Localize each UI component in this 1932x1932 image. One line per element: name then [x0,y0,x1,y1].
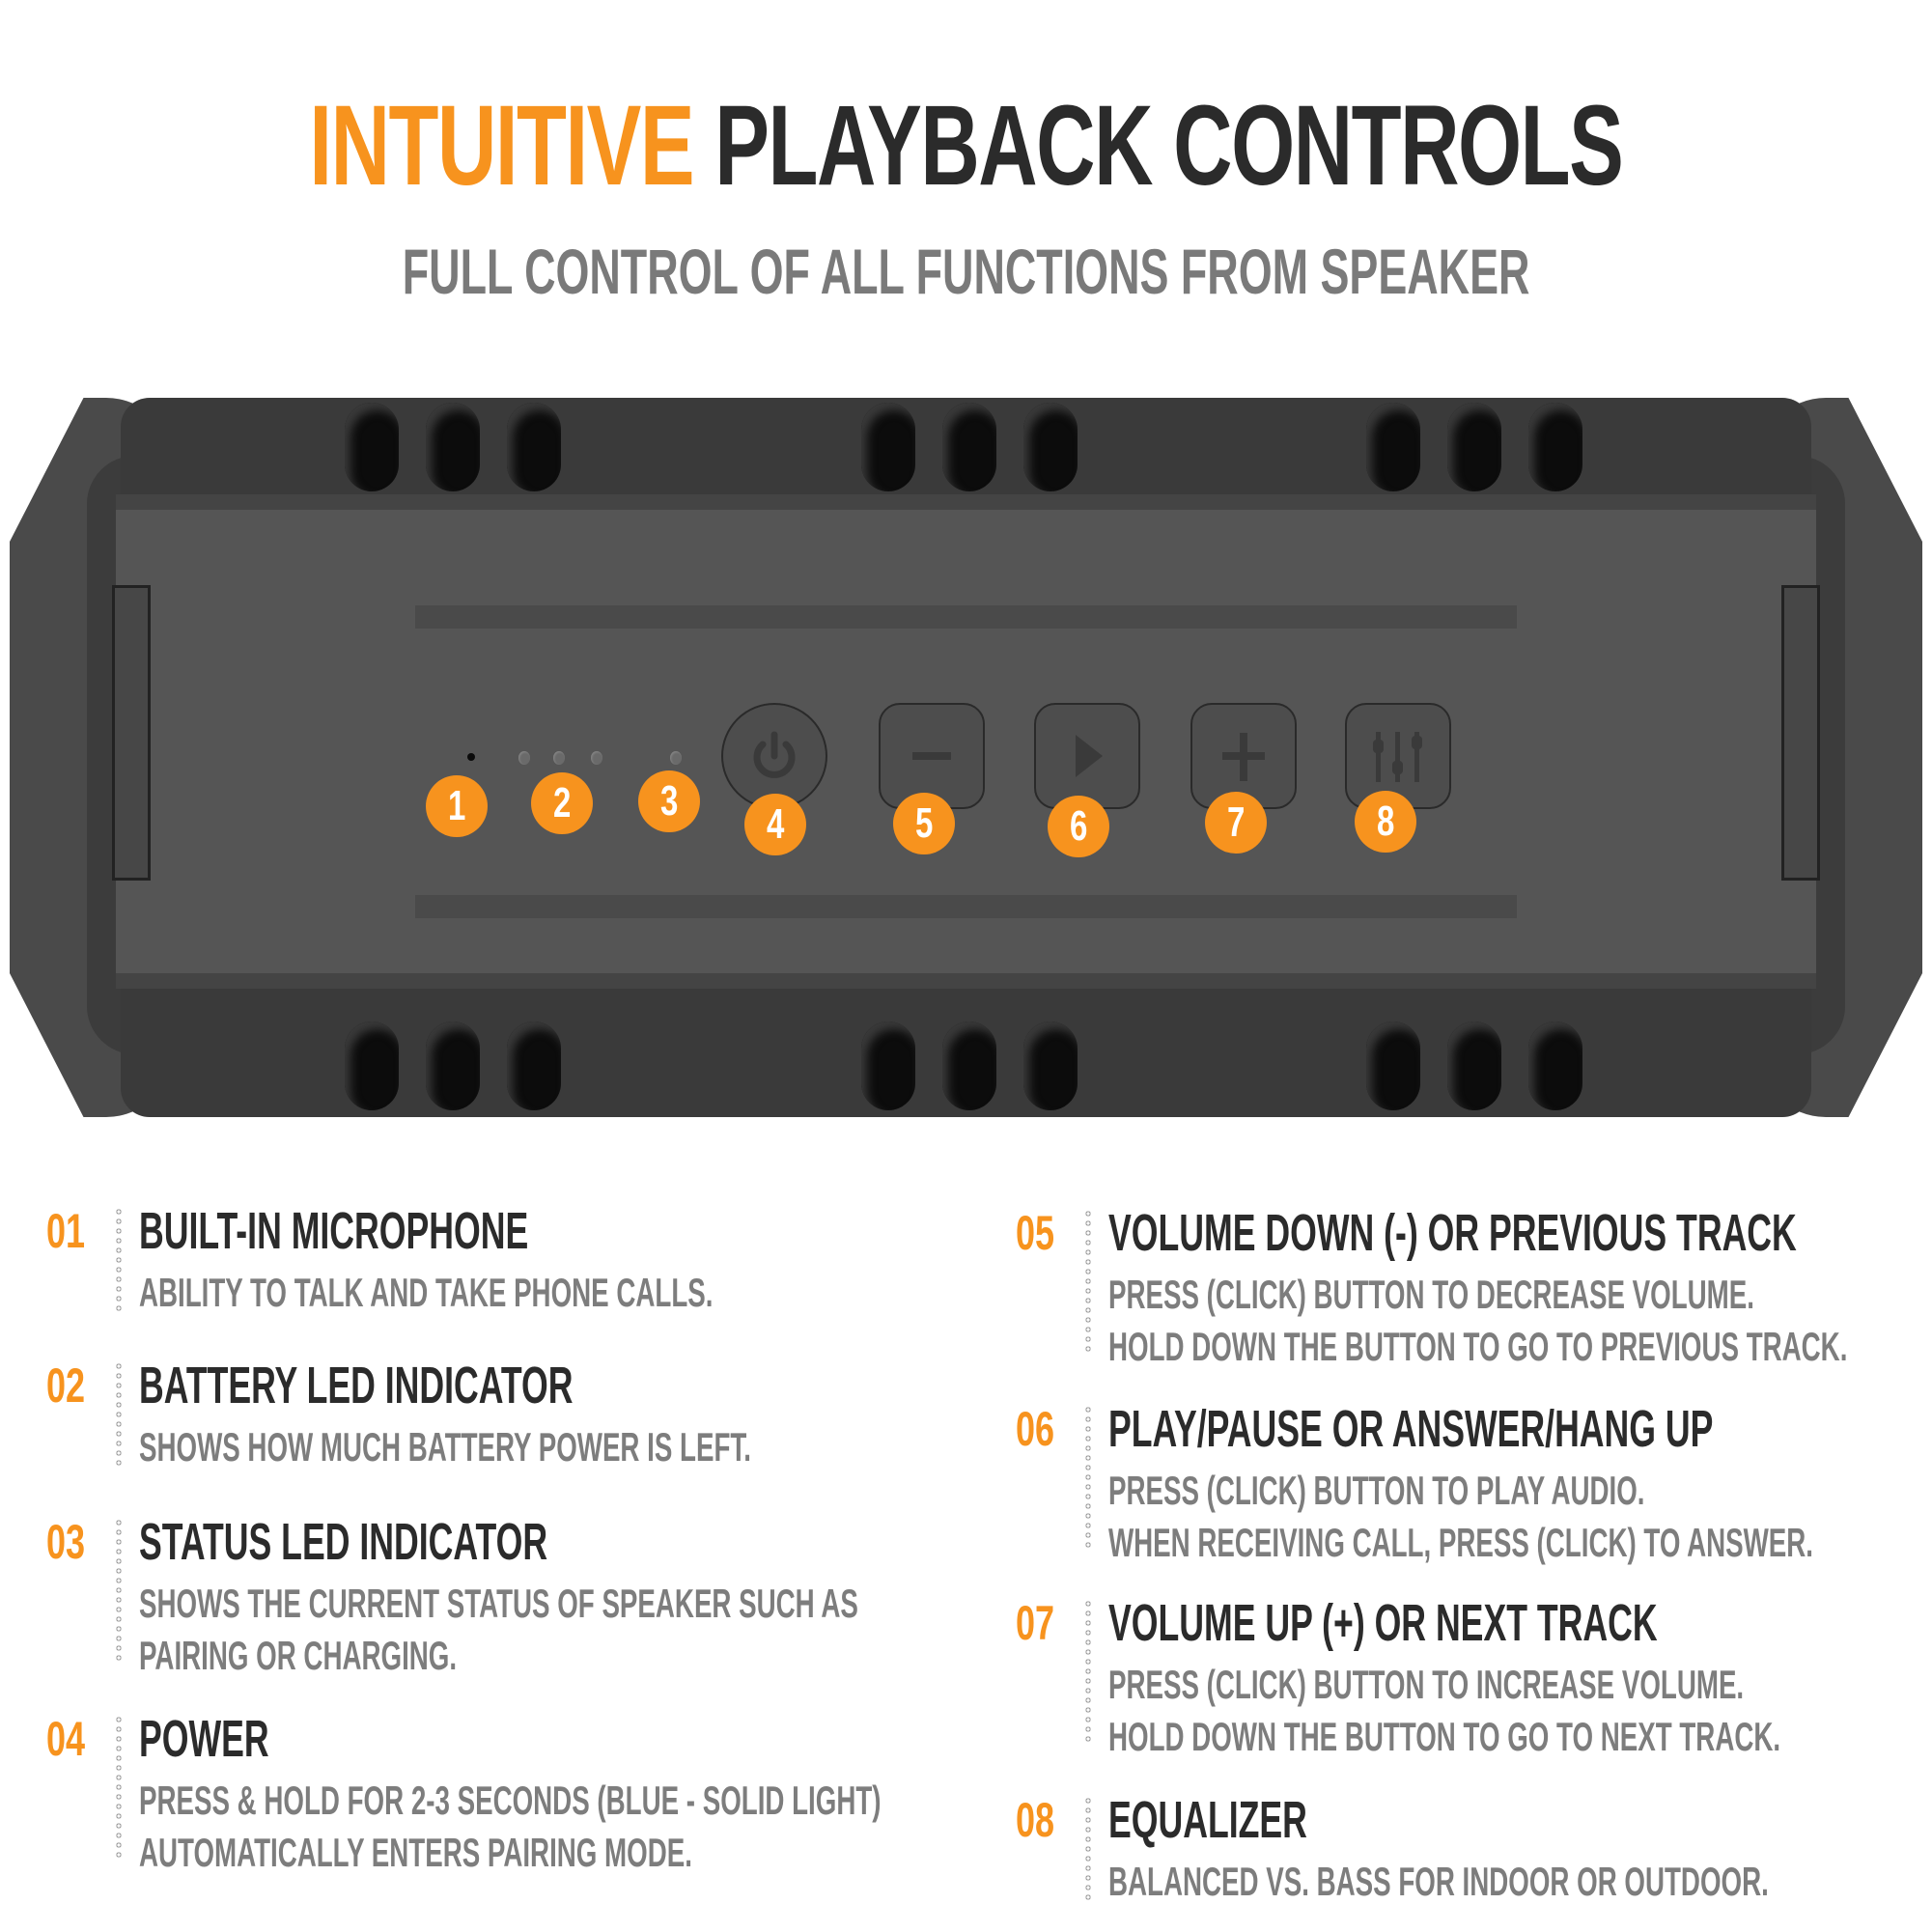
vent-slot [1366,403,1420,491]
callout-badge-6: 6 [1048,796,1109,857]
dotted-divider [116,1715,122,1860]
speaker-illustration: 1 2 3 4 5 6 7 8 [0,386,1932,1130]
feature-number: 05 [1016,1206,1055,1260]
side-clip [112,585,151,881]
feature-number: 01 [46,1204,86,1258]
feature-desc-line: SHOWS THE CURRENT STATUS OF SPEAKER SUCH… [139,1581,858,1626]
feature-title: VOLUME UP (+) OR NEXT TRACK [1108,1594,1658,1652]
vent-slot [1528,403,1582,491]
feature-title: EQUALIZER [1108,1791,1307,1849]
callout-badge-5: 5 [893,793,955,854]
volume-down-button[interactable] [879,703,985,809]
volume-up-button[interactable] [1190,703,1297,809]
feature-desc-line: PRESS (CLICK) BUTTON TO INCREASE VOLUME. [1108,1662,1745,1707]
side-clip [1781,585,1820,881]
feature-desc-line: PRESS & HOLD FOR 2-3 SECONDS (BLUE - SOL… [139,1778,882,1823]
equalizer-button[interactable] [1345,703,1451,809]
callout-badge-2: 2 [531,772,593,834]
title-rest: PLAYBACK CONTROLS [714,82,1623,210]
control-panel [112,494,1820,989]
feature-number: 06 [1016,1402,1055,1456]
feature-desc-line: BALANCED VS. BASS FOR INDOOR OR OUTDOOR. [1108,1859,1769,1904]
vent-slot [426,403,480,491]
dotted-divider [116,1518,122,1663]
vent-slot [507,1022,561,1110]
page-subtitle: FULL CONTROL OF ALL FUNCTIONS FROM SPEAK… [0,239,1932,303]
vent-slot [861,1022,915,1110]
callout-badge-1: 1 [426,775,488,837]
callout-badge-4: 4 [744,794,806,855]
feature-desc-line: PAIRING OR CHARGING. [139,1633,458,1678]
battery-led-icon [518,751,530,765]
vent-slot [861,403,915,491]
dotted-divider [1085,1599,1091,1744]
feature-number: 07 [1016,1596,1055,1650]
vent-slot [1528,1022,1582,1110]
callout-badge-3: 3 [638,770,700,832]
callout-badge-8: 8 [1355,791,1416,853]
vent-slot [426,1022,480,1110]
vent-slot [942,1022,996,1110]
feature-title: STATUS LED INDICATOR [139,1513,548,1571]
feature-title: PLAY/PAUSE OR ANSWER/HANG UP [1108,1400,1714,1458]
feature-desc-line: HOLD DOWN THE BUTTON TO GO TO NEXT TRACK… [1108,1714,1781,1759]
feature-desc-line: HOLD DOWN THE BUTTON TO GO TO PREVIOUS T… [1108,1324,1848,1369]
play-icon [1076,735,1103,777]
power-icon [753,731,796,778]
feature-title: VOLUME DOWN (-) OR PREVIOUS TRACK [1108,1204,1797,1262]
microphone-hole-icon [467,753,475,761]
dotted-divider [116,1207,122,1311]
vent-slot [345,1022,399,1110]
vent-slot [507,403,561,491]
feature-desc-line: ABILITY TO TALK AND TAKE PHONE CALLS. [139,1270,714,1315]
play-pause-button[interactable] [1034,703,1140,809]
vent-slot [1366,1022,1420,1110]
callout-badge-7: 7 [1205,792,1267,854]
feature-desc-line: WHEN RECEIVING CALL, PRESS (CLICK) TO AN… [1108,1520,1813,1565]
status-led-icon [670,751,682,765]
feature-desc-line: AUTOMATICALLY ENTERS PAIRING MODE. [139,1830,692,1875]
dotted-divider [1085,1796,1091,1900]
panel-ridge [415,895,1517,918]
feature-number: 08 [1016,1793,1055,1847]
vent-slot [345,403,399,491]
subtitle-text: FULL CONTROL OF ALL FUNCTIONS FROM SPEAK… [402,236,1530,307]
feature-number: 04 [46,1712,86,1766]
battery-led-icon [553,751,565,765]
vent-slot [1447,1022,1501,1110]
battery-led-icon [591,751,602,765]
equalizer-icon [1373,732,1422,782]
feature-number: 02 [46,1358,86,1413]
feature-title: BATTERY LED INDICATOR [139,1357,574,1414]
feature-desc-line: SHOWS HOW MUCH BATTERY POWER IS LEFT. [139,1424,751,1470]
power-button[interactable] [721,703,827,809]
dotted-divider [1085,1209,1091,1354]
dotted-divider [116,1361,122,1466]
page-title: INTUITIVE PLAYBACK CONTROLS [0,89,1932,203]
feature-number: 03 [46,1515,86,1569]
vent-slot [1447,403,1501,491]
title-accent: INTUITIVE [309,82,695,210]
dotted-divider [1085,1405,1091,1550]
feature-title: BUILT-IN MICROPHONE [139,1202,529,1260]
panel-ridge [415,605,1517,629]
feature-title: POWER [139,1710,269,1768]
plus-icon [1222,733,1265,781]
vent-slot [942,403,996,491]
vent-slot [1023,403,1078,491]
feature-desc-line: PRESS (CLICK) BUTTON TO PLAY AUDIO. [1108,1468,1645,1513]
vent-slot [1023,1022,1078,1110]
minus-icon [912,752,951,760]
feature-desc-line: PRESS (CLICK) BUTTON TO DECREASE VOLUME. [1108,1272,1754,1317]
